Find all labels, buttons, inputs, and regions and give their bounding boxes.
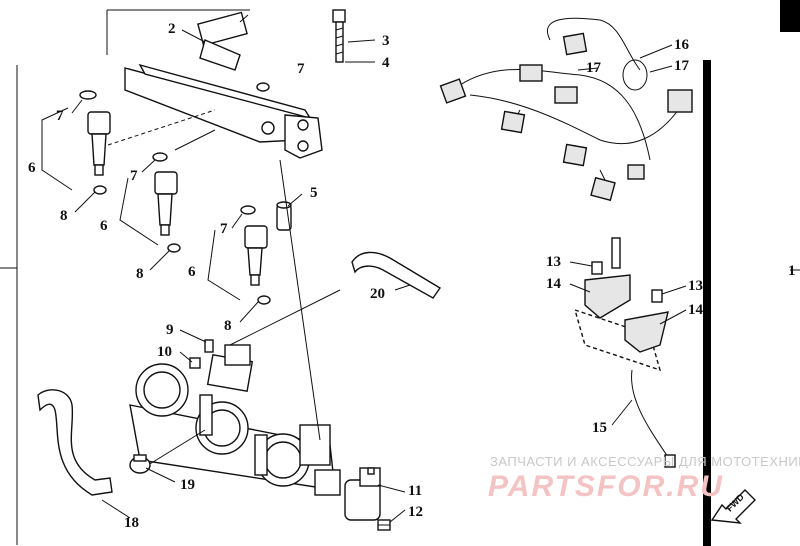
callout-14: 14 (546, 276, 562, 292)
callout-9: 9 (166, 322, 174, 338)
callout-5: 5 (310, 185, 318, 201)
callout-2: 2 (168, 21, 176, 37)
mount-bracket (573, 237, 676, 468)
callout-8: 8 (60, 208, 68, 224)
callout-4: 4 (382, 55, 390, 71)
callout-1: 1 (788, 263, 796, 279)
callout-19: 19 (180, 477, 195, 493)
callout-7: 7 (130, 168, 138, 184)
callout-labels: 1 2 3 4 5 6 6 6 7 7 7 7 8 8 8 9 10 11 12… (28, 21, 796, 531)
callout-12: 12 (408, 504, 423, 520)
callout-7: 7 (297, 61, 305, 77)
leader-lines (71, 29, 687, 523)
watermark: ЗАПЧАСТИ И АКСЕССУАРЫ ДЛЯ МОТОТЕХНИКИ PA… (488, 454, 800, 503)
watermark-tagline: ЗАПЧАСТИ И АКСЕССУАРЫ ДЛЯ МОТОТЕХНИКИ (490, 454, 800, 469)
clamp-part-19 (129, 454, 151, 474)
bolt-part-3 (332, 9, 346, 63)
hose-part-18 (37, 389, 113, 496)
callout-13: 13 (546, 254, 561, 270)
callout-18: 18 (124, 515, 139, 531)
callout-16: 16 (674, 37, 690, 53)
injector-1 (79, 90, 111, 195)
callout-10: 10 (157, 344, 172, 360)
throttle-body (129, 159, 341, 496)
pin-part-9 (204, 339, 214, 353)
callout-6: 6 (28, 160, 36, 176)
callout-14: 14 (688, 302, 704, 318)
fitting-part-10 (189, 357, 201, 369)
callout-6: 6 (100, 218, 108, 234)
callout-6: 6 (188, 264, 196, 280)
callout-11: 11 (408, 483, 422, 499)
callout-3: 3 (382, 33, 390, 49)
callout-15: 15 (592, 420, 607, 436)
watermark-logo: PARTSFOR.RU (488, 470, 724, 503)
sensor-part-11 (344, 467, 381, 521)
wire-harness (439, 17, 693, 202)
bracket-lines-6 (41, 107, 241, 301)
injector-3 (240, 205, 271, 305)
fuel-rail (124, 11, 323, 159)
o-ring-part-7 (256, 82, 270, 92)
callout-8: 8 (224, 318, 232, 334)
injector-2 (152, 152, 181, 253)
callout-13: 13 (688, 278, 703, 294)
callout-8: 8 (136, 266, 144, 282)
hose-part-20 (351, 251, 442, 299)
screw-part-12 (377, 519, 391, 531)
callout-17: 17 (674, 58, 690, 74)
callout-20: 20 (370, 286, 385, 302)
callout-7: 7 (220, 221, 228, 237)
callout-17: 17 (586, 60, 602, 76)
callout-7: 7 (56, 108, 64, 124)
